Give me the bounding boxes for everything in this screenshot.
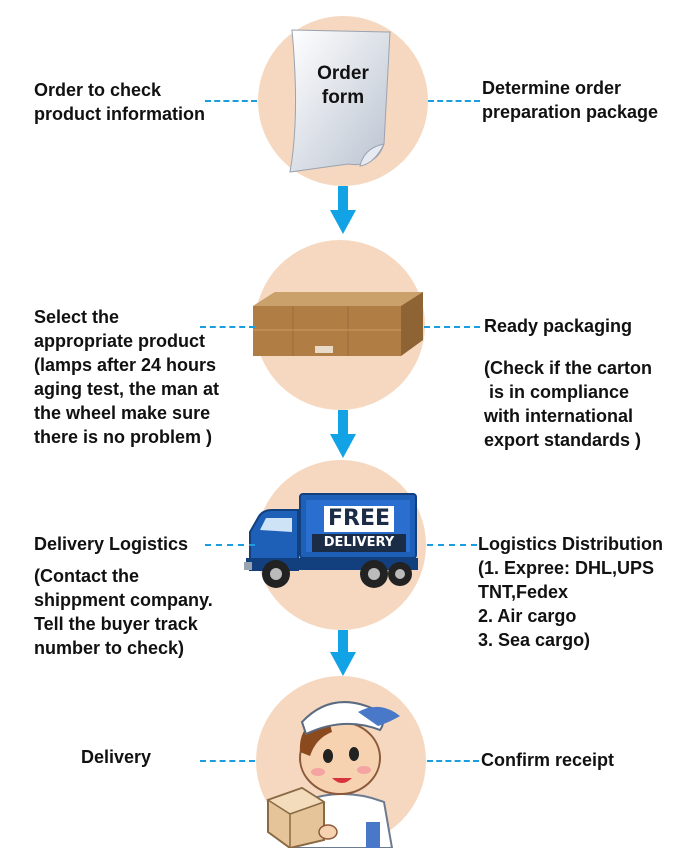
order-form-line-2: form bbox=[321, 87, 365, 108]
step1-left-connector bbox=[205, 100, 257, 102]
step1-right-connector bbox=[428, 100, 480, 102]
step2-left-line-5: the wheel make sure bbox=[34, 403, 211, 423]
step3-left-line-5: number to check) bbox=[34, 638, 185, 658]
step2-left-line-3: (lamps after 24 hours bbox=[34, 355, 217, 375]
step3-right-label: Logistics Distribution (1. Expree: DHL,U… bbox=[478, 532, 663, 652]
step2-right-line-3: (Check if the carton bbox=[484, 358, 653, 378]
step3-right-line-5: 3. Sea cargo) bbox=[478, 630, 591, 650]
order-form-line-1: Order bbox=[317, 63, 369, 84]
step4-right-connector bbox=[427, 760, 479, 762]
step2-left-connector bbox=[200, 326, 255, 328]
order-form-text: Order form bbox=[298, 62, 388, 110]
step2-right-line-5: with international bbox=[484, 406, 634, 426]
delivery-text: DELIVERY bbox=[312, 534, 406, 552]
step4-left-label: Delivery bbox=[81, 745, 151, 769]
step2-left-line-1: Select the bbox=[34, 307, 120, 327]
down-arrow-icon bbox=[330, 186, 356, 234]
step1-left-line-1: Order to check bbox=[34, 80, 162, 100]
step1-left-label: Order to check product information bbox=[34, 78, 205, 126]
step2-right-line-6: export standards ) bbox=[484, 430, 642, 450]
step3-left-connector bbox=[205, 544, 255, 546]
step3-left-label: Delivery Logistics (Contact the shippmen… bbox=[34, 532, 213, 660]
step2-right-line-1: Ready packaging bbox=[484, 316, 633, 336]
step4-left-connector bbox=[200, 760, 255, 762]
step4-right-line-1: Confirm receipt bbox=[481, 750, 615, 770]
step3-left-line-2: (Contact the bbox=[34, 566, 139, 586]
step1-right-label: Determine order preparation package bbox=[482, 76, 658, 124]
step3-right-line-1: Logistics Distribution bbox=[478, 534, 664, 554]
step3-right-line-3: TNT,Fedex bbox=[478, 582, 569, 602]
carton-box-icon bbox=[253, 292, 423, 356]
step2-right-label: Ready packaging (Check if the carton is … bbox=[484, 314, 652, 452]
step2-left-line-2: appropriate product bbox=[34, 331, 206, 351]
down-arrow-icon bbox=[330, 630, 356, 676]
step2-right-line-4: is in compliance bbox=[484, 382, 630, 402]
step1-right-line-2: preparation package bbox=[482, 102, 659, 122]
free-text: FREE bbox=[323, 506, 395, 532]
down-arrow-icon bbox=[330, 410, 356, 458]
order-form-paper-icon bbox=[289, 29, 391, 173]
step3-left-line-3: shippment company. bbox=[34, 590, 213, 610]
step2-left-line-4: aging test, the man at bbox=[34, 379, 220, 399]
step4-left-line-1: Delivery bbox=[81, 747, 152, 767]
step3-left-line-4: Tell the buyer track bbox=[34, 614, 198, 634]
step2-right-connector bbox=[424, 326, 480, 328]
step3-right-line-4: 2. Air cargo bbox=[478, 606, 577, 626]
step2-right-line-2 bbox=[484, 338, 652, 356]
step4-right-label: Confirm receipt bbox=[481, 748, 614, 772]
step2-left-line-6: there is no problem ) bbox=[34, 427, 213, 447]
step3-right-connector bbox=[427, 544, 477, 546]
step3-right-line-2: (1. Expree: DHL,UPS bbox=[478, 558, 655, 578]
step1-right-line-1: Determine order bbox=[482, 78, 622, 98]
delivery-man-icon bbox=[266, 701, 400, 848]
step2-left-label: Select the appropriate product (lamps af… bbox=[34, 305, 219, 449]
free-delivery-text: FREE DELIVERY bbox=[306, 506, 412, 552]
step1-left-line-2: product information bbox=[34, 104, 205, 124]
step3-left-line-1: Delivery Logistics bbox=[34, 534, 189, 554]
